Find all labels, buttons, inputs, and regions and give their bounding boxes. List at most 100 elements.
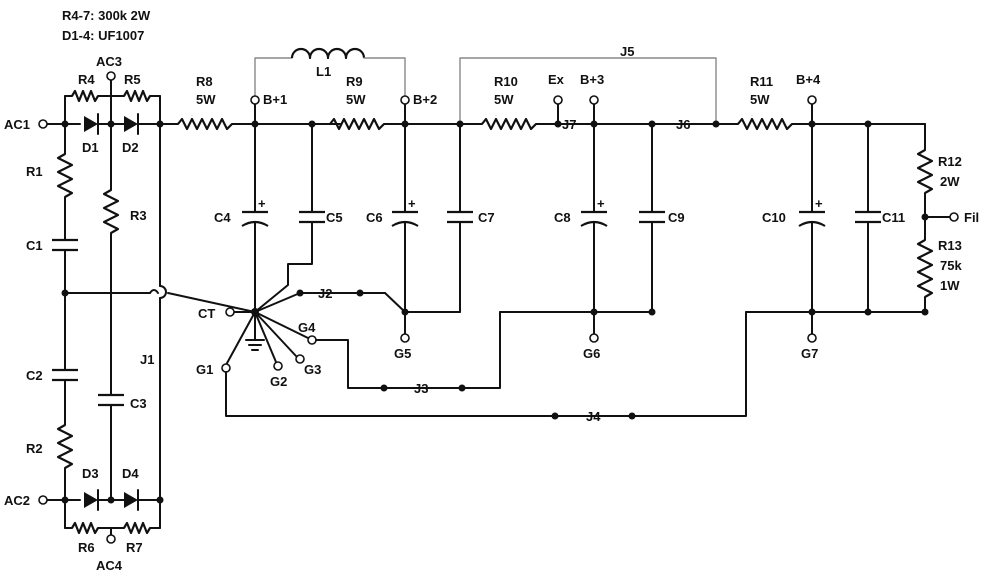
label-g3: G3 bbox=[304, 362, 321, 377]
terminal-b3 bbox=[589, 95, 599, 105]
label-r13-value1: 75k bbox=[940, 258, 962, 273]
terminal-b1 bbox=[250, 95, 260, 105]
label-c10-plus: + bbox=[815, 196, 823, 211]
label-c11: C11 bbox=[882, 210, 905, 225]
resistor-r1 bbox=[56, 153, 74, 198]
label-r11-value: 5W bbox=[750, 92, 770, 107]
label-r13-value2: 1W bbox=[940, 278, 960, 293]
inductor-l1 bbox=[290, 47, 366, 60]
resistor-r4 bbox=[71, 89, 99, 103]
label-r11: R11 bbox=[750, 74, 773, 89]
label-c6-plus: + bbox=[408, 196, 416, 211]
resistor-r9 bbox=[329, 117, 385, 131]
terminal-g5 bbox=[400, 333, 410, 343]
label-r8-value: 5W bbox=[196, 92, 216, 107]
terminal-b2 bbox=[400, 95, 410, 105]
label-g5: G5 bbox=[394, 346, 411, 361]
label-g7: G7 bbox=[801, 346, 818, 361]
terminal-g7 bbox=[807, 333, 817, 343]
label-j1: J1 bbox=[140, 352, 154, 367]
label-r10-value: 5W bbox=[494, 92, 514, 107]
label-d3: D3 bbox=[82, 466, 99, 481]
label-r4: R4 bbox=[78, 72, 95, 87]
label-ac2: AC2 bbox=[4, 493, 30, 508]
label-c8-plus: + bbox=[597, 196, 605, 211]
resistor-r2 bbox=[56, 424, 74, 469]
label-r10: R10 bbox=[494, 74, 518, 89]
label-r3: R3 bbox=[130, 208, 147, 223]
label-ac3: AC3 bbox=[96, 54, 122, 69]
label-d2: D2 bbox=[122, 140, 139, 155]
label-r2: R2 bbox=[26, 441, 43, 456]
label-g6: G6 bbox=[583, 346, 600, 361]
terminal-g3 bbox=[295, 354, 305, 364]
filter-chain bbox=[177, 47, 959, 343]
label-c2: C2 bbox=[26, 368, 43, 383]
terminal-ac3 bbox=[106, 71, 116, 81]
label-r12-value: 2W bbox=[940, 174, 960, 189]
terminal-ac1 bbox=[38, 119, 48, 129]
label-c6: C6 bbox=[366, 210, 383, 225]
terminal-ct bbox=[225, 307, 235, 317]
label-ex: Ex bbox=[548, 72, 565, 87]
bridge-rectifier bbox=[38, 71, 256, 544]
label-b3: B+3 bbox=[580, 72, 604, 87]
resistor-r5 bbox=[123, 89, 151, 103]
terminal-b4 bbox=[807, 95, 817, 105]
resistor-r7 bbox=[123, 521, 151, 535]
label-b1: B+1 bbox=[263, 92, 287, 107]
diode-d1-symbol bbox=[84, 116, 98, 132]
label-r9-value: 5W bbox=[346, 92, 366, 107]
label-c5: C5 bbox=[326, 210, 343, 225]
label-j6: J6 bbox=[676, 117, 690, 132]
label-d4: D4 bbox=[122, 466, 139, 481]
label-c10: C10 bbox=[762, 210, 786, 225]
label-j4: J4 bbox=[586, 409, 601, 424]
label-g1: G1 bbox=[196, 362, 213, 377]
resistor-r12 bbox=[916, 149, 934, 194]
label-r9: R9 bbox=[346, 74, 363, 89]
terminal-ex bbox=[553, 95, 563, 105]
label-d1: D1 bbox=[82, 140, 99, 155]
note-diode-spec: D1-4: UF1007 bbox=[62, 28, 144, 43]
label-r5: R5 bbox=[124, 72, 141, 87]
note-resistor-spec: R4-7: 300k 2W bbox=[62, 8, 151, 23]
terminal-g1 bbox=[221, 363, 231, 373]
label-j5: J5 bbox=[620, 44, 634, 59]
resistor-r13 bbox=[916, 239, 934, 298]
diode-d3-symbol bbox=[84, 492, 98, 508]
label-r13: R13 bbox=[938, 238, 962, 253]
label-g4: G4 bbox=[298, 320, 316, 335]
label-ac1: AC1 bbox=[4, 117, 30, 132]
label-c4: C4 bbox=[214, 210, 231, 225]
diode-d4-symbol bbox=[124, 492, 138, 508]
label-c8: C8 bbox=[554, 210, 571, 225]
label-c9: C9 bbox=[668, 210, 685, 225]
resistor-r8 bbox=[177, 117, 233, 131]
label-r1: R1 bbox=[26, 164, 43, 179]
label-r7: R7 bbox=[126, 540, 143, 555]
resistor-r3 bbox=[102, 189, 120, 234]
terminal-fil bbox=[949, 212, 959, 222]
label-r8: R8 bbox=[196, 74, 213, 89]
label-g2: G2 bbox=[270, 374, 287, 389]
labels: AC1 AC2 AC3 AC4 R4 R5 R6 R7 D1 D2 D3 D4 … bbox=[4, 44, 979, 573]
label-r12: R12 bbox=[938, 154, 962, 169]
diode-d2-symbol bbox=[124, 116, 138, 132]
label-fil: Fil bbox=[964, 210, 979, 225]
label-j2: J2 bbox=[318, 286, 332, 301]
label-c3: C3 bbox=[130, 396, 147, 411]
label-l1: L1 bbox=[316, 64, 331, 79]
label-b4: B+4 bbox=[796, 72, 821, 87]
resistor-r6 bbox=[71, 521, 99, 535]
terminal-g6 bbox=[589, 333, 599, 343]
label-c4-plus: + bbox=[258, 196, 266, 211]
label-c1: C1 bbox=[26, 238, 43, 253]
label-j3: J3 bbox=[414, 381, 428, 396]
label-b2: B+2 bbox=[413, 92, 437, 107]
label-ac4: AC4 bbox=[96, 558, 123, 573]
terminal-g2 bbox=[273, 361, 283, 371]
label-r6: R6 bbox=[78, 540, 95, 555]
resistor-r11 bbox=[737, 117, 793, 131]
